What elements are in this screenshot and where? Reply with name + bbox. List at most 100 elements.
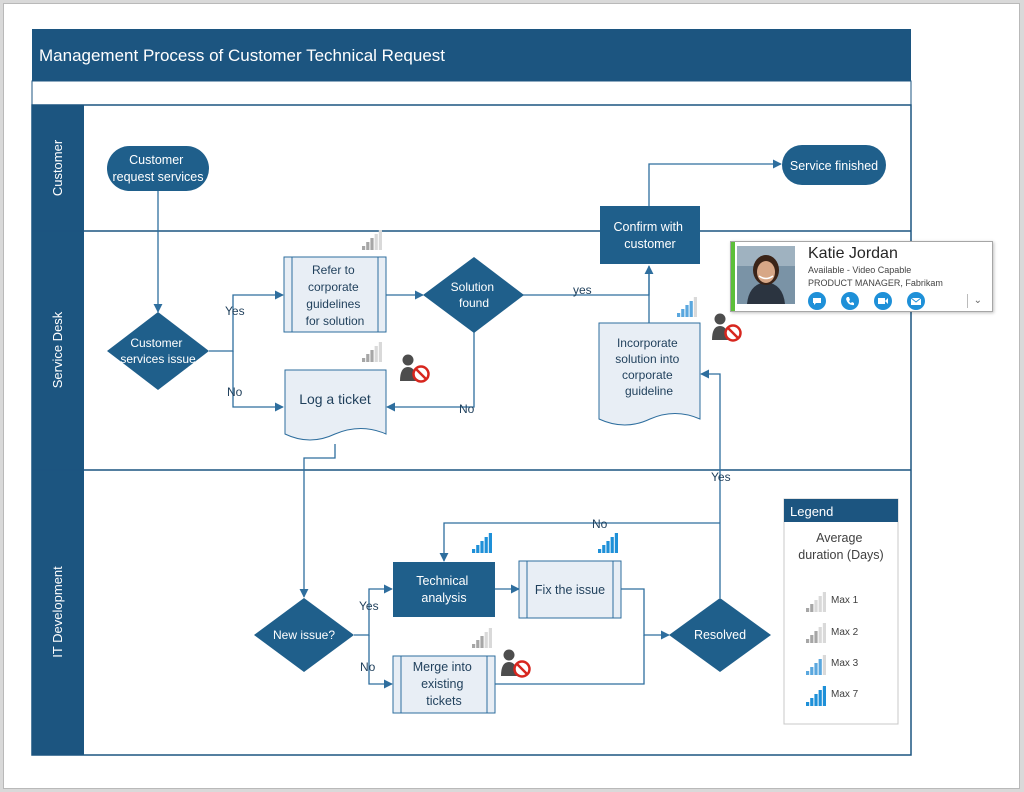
signal-bar bbox=[476, 640, 480, 648]
signal-bar bbox=[818, 627, 822, 643]
duration-bars-incorporate bbox=[677, 297, 697, 317]
svg-text:Technical analysis: Technical analysis bbox=[416, 574, 472, 605]
signal-bar bbox=[614, 533, 618, 553]
edge-label-no-merge: No bbox=[360, 660, 376, 674]
legend-subtitle: Average duration (Days) bbox=[798, 531, 883, 562]
signal-bar bbox=[488, 533, 492, 553]
signal-bar bbox=[814, 631, 818, 643]
legend-label-max-7: Max 7 bbox=[831, 689, 859, 700]
node-refer-guidelines: Refer to corporate guidelines for soluti… bbox=[283, 256, 387, 333]
signal-bar bbox=[362, 358, 366, 362]
signal-bar bbox=[818, 659, 822, 675]
signal-bar bbox=[484, 632, 488, 648]
contact-status: Available - Video Capable bbox=[808, 265, 912, 275]
signal-bar bbox=[685, 305, 689, 317]
signal-bar bbox=[370, 350, 374, 362]
node-solution-found: Solution found bbox=[423, 257, 524, 333]
signal-bar bbox=[814, 600, 818, 612]
legend-bars-max-2 bbox=[806, 623, 826, 643]
svg-text:Merge into existing: Merge into existing tickets bbox=[413, 660, 476, 708]
signal-bar bbox=[806, 639, 810, 643]
duration-bars-merge bbox=[472, 628, 492, 648]
signal-bar bbox=[484, 537, 488, 553]
process-diagram: Management Process of Customer Technical… bbox=[31, 29, 912, 756]
signal-bar bbox=[370, 238, 374, 250]
signal-bar bbox=[610, 537, 614, 553]
legend-label-max-1: Max 1 bbox=[831, 595, 859, 606]
signal-bar bbox=[818, 690, 822, 706]
edge-label-yes-incorporate: Yes bbox=[711, 470, 731, 484]
svg-text:Customer request service: Customer request services bbox=[112, 153, 203, 184]
title-subbar bbox=[31, 80, 912, 106]
legend: Legend Average duration (Days) Max 1 Max… bbox=[783, 498, 899, 725]
email-icon[interactable] bbox=[907, 292, 925, 310]
contact-role: PRODUCT MANAGER, Fabrikam bbox=[808, 278, 943, 288]
signal-bar bbox=[818, 596, 822, 612]
signal-bar bbox=[378, 342, 382, 362]
node-customer-issue: Customer services issue bbox=[107, 312, 209, 390]
legend-bars-max-1 bbox=[806, 592, 826, 612]
node-log-ticket: Log a ticket bbox=[284, 369, 387, 441]
person-blocked-icon bbox=[400, 354, 430, 383]
connectors bbox=[153, 159, 782, 689]
signal-bar bbox=[681, 309, 685, 317]
node-fix-issue: Fix the issue bbox=[518, 560, 622, 619]
diagram-title: Management Process of Customer Technical… bbox=[39, 46, 445, 65]
legend-bars-max-7 bbox=[806, 686, 826, 706]
svg-text:Incorporate solution int: Incorporate solution into corporate guid… bbox=[615, 336, 682, 398]
signal-bar bbox=[378, 230, 382, 250]
node-customer-request: Customer request services bbox=[107, 146, 209, 191]
legend-title: Legend bbox=[790, 504, 833, 519]
edge-label-yes-analysis: Yes bbox=[359, 599, 379, 613]
signal-bar bbox=[472, 549, 476, 553]
lane-label-customer: Customer bbox=[50, 139, 65, 196]
node-resolved: Resolved bbox=[669, 598, 771, 672]
chevron-down-icon[interactable]: ⌄ bbox=[966, 294, 982, 308]
signal-bar bbox=[822, 623, 826, 643]
node-technical-analysis: Technical analysis bbox=[393, 562, 495, 617]
phone-icon[interactable] bbox=[841, 292, 859, 310]
title-bar bbox=[32, 29, 911, 81]
signal-bar bbox=[362, 246, 366, 250]
duration-bars-fix-issue bbox=[598, 533, 618, 553]
signal-bar bbox=[822, 655, 826, 675]
contact-company: Fabrikam bbox=[905, 278, 943, 288]
signal-bar bbox=[374, 346, 378, 362]
presence-indicator bbox=[731, 242, 735, 311]
svg-text:Customer services issue: Customer services issue bbox=[120, 336, 196, 366]
svg-text:Confirm with customer: Confirm with customer bbox=[614, 220, 687, 251]
signal-bar bbox=[806, 702, 810, 706]
signal-bar bbox=[810, 635, 814, 643]
duration-bars-log-ticket bbox=[362, 342, 382, 362]
lane-label-it-development: IT Development bbox=[50, 566, 65, 658]
edge-label-no-analysis: No bbox=[592, 517, 608, 531]
node-new-issue: New issue? bbox=[254, 598, 354, 672]
node-confirm-customer: Confirm with customer bbox=[600, 206, 700, 264]
edge-label-no-log: No bbox=[227, 385, 243, 399]
signal-bar bbox=[810, 698, 814, 706]
edge-label-no-log-back: No bbox=[459, 402, 475, 416]
edge-label-yes-refer: Yes bbox=[225, 304, 245, 318]
contact-card[interactable]: Katie Jordan Available - Video Capable P… bbox=[730, 241, 993, 312]
signal-bar bbox=[677, 313, 681, 317]
svg-text:Service finished: Service finished bbox=[790, 159, 878, 173]
avatar[interactable] bbox=[737, 246, 795, 304]
person-blocked-icon bbox=[501, 649, 531, 678]
contact-title: PRODUCT MANAGER bbox=[808, 278, 901, 288]
contact-name: Katie Jordan bbox=[808, 245, 898, 262]
signal-bar bbox=[822, 592, 826, 612]
video-icon[interactable] bbox=[874, 292, 892, 310]
signal-bar bbox=[598, 549, 602, 553]
im-icon[interactable] bbox=[808, 292, 826, 310]
svg-text:Resolved: Resolved bbox=[694, 628, 746, 642]
signal-bar bbox=[810, 667, 814, 675]
signal-bar bbox=[366, 354, 370, 362]
signal-bar bbox=[814, 663, 818, 675]
signal-bar bbox=[806, 671, 810, 675]
svg-text:Log a ticket: Log a ticket bbox=[299, 391, 371, 407]
signal-bar bbox=[366, 242, 370, 250]
signal-bar bbox=[806, 608, 810, 612]
node-incorporate: Incorporate solution into corporate guid… bbox=[598, 322, 701, 426]
svg-text:New issue?: New issue? bbox=[273, 628, 335, 642]
svg-text:Solution found: Solution found bbox=[451, 280, 498, 310]
